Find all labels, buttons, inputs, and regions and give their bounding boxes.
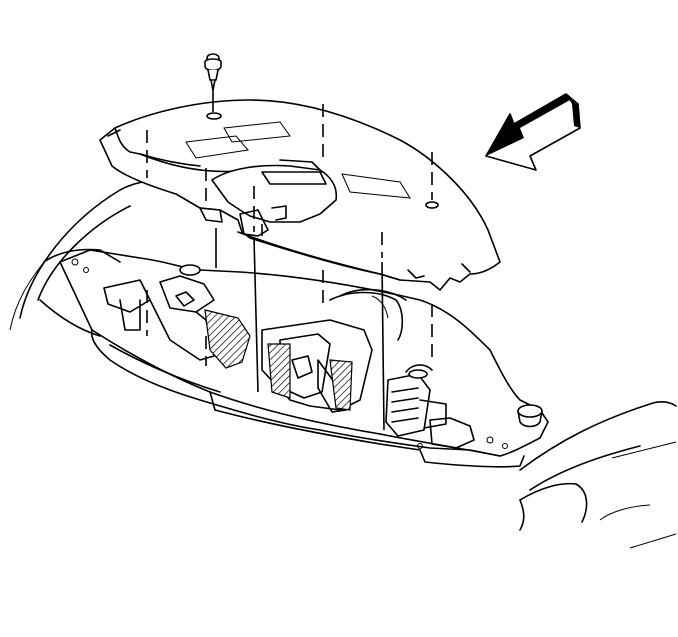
direction-arrow-icon — [485, 93, 581, 171]
alignment-lines — [146, 104, 433, 431]
grille-mesh-left — [204, 309, 251, 369]
radiator-support — [59, 249, 549, 468]
push-pin-icon — [204, 53, 222, 112]
grille-mesh-center — [267, 343, 291, 399]
upper-air-baffle-panel — [99, 99, 501, 291]
grille-mesh-right — [329, 359, 353, 411]
